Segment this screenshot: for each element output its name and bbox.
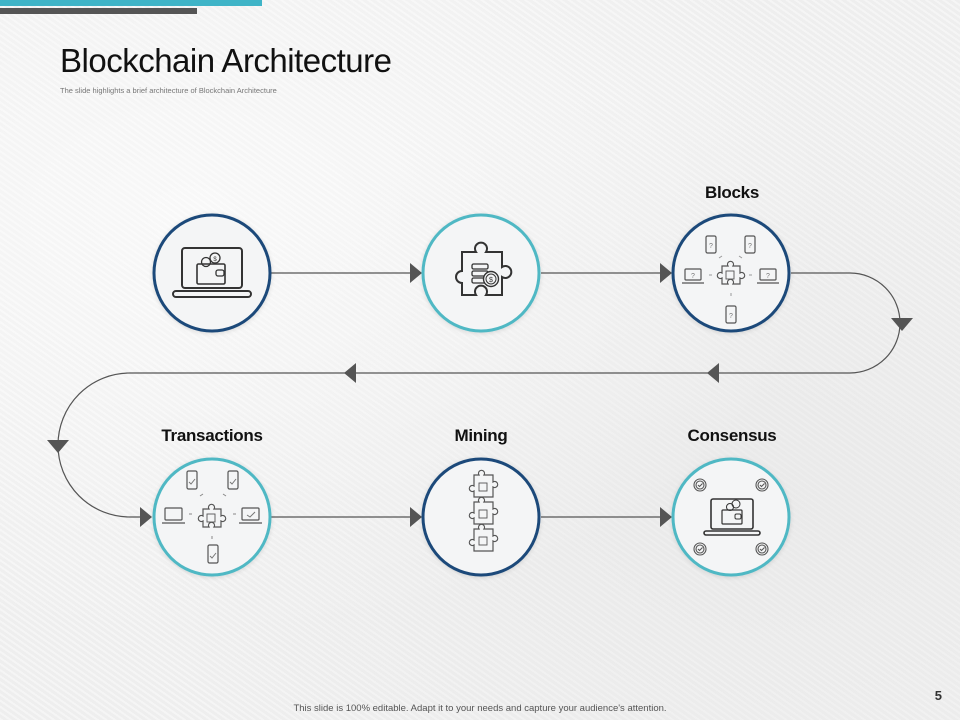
stage-1-ring — [152, 213, 272, 333]
svg-text:?: ? — [748, 243, 752, 250]
slide-title: Blockchain Architecture — [60, 42, 392, 79]
connector-3-return-curve — [791, 272, 901, 374]
stage-3-ring — [671, 213, 791, 333]
svg-text:?: ? — [691, 273, 695, 280]
footer-note: This slide is 100% editable. Adapt it to… — [293, 703, 667, 714]
stage-label-transactions: Transactions — [161, 426, 263, 445]
network-puzzle-question-icon: ??? ?? — [682, 235, 779, 324]
laptop-wallet-coins-icon: $ — [172, 247, 252, 298]
arrowhead-left-icon — [707, 363, 719, 383]
stage-2-ring — [421, 213, 541, 333]
stage-5-ring — [421, 457, 541, 577]
stage-5 — [421, 457, 541, 577]
stacked-puzzle-icon — [468, 469, 499, 552]
slide-subtitle: The slide highlights a brief architectur… — [60, 86, 277, 95]
connector-return-curve-left — [57, 372, 145, 518]
check-badge-icons — [693, 478, 769, 556]
stage-label-mining: Mining — [454, 426, 508, 445]
arrowhead-down-icon — [891, 318, 913, 331]
arrowheads — [47, 263, 913, 527]
stage-label-consensus: Consensus — [687, 426, 777, 445]
arrowhead-right-icon — [410, 263, 422, 283]
arrowhead-right-icon — [410, 507, 422, 527]
svg-text:?: ? — [709, 243, 713, 250]
arrowhead-right-icon — [660, 507, 672, 527]
arrowhead-down-icon — [47, 440, 69, 453]
svg-text:$: $ — [213, 257, 217, 263]
stage-1: $ — [152, 213, 272, 333]
arrowhead-right-icon — [140, 507, 152, 527]
stage-2: $ — [421, 213, 541, 333]
stage-4-ring — [152, 457, 272, 577]
stage-6-ring — [671, 457, 791, 577]
arrowhead-left-icon — [344, 363, 356, 383]
stage-label-blocks: Blocks — [705, 183, 759, 202]
page-number: 5 — [934, 688, 942, 703]
header-accent-bar-gray — [0, 8, 197, 14]
network-puzzle-check-icon — [162, 470, 262, 564]
header-accent-bar-teal — [0, 0, 262, 6]
laptop-wallet-checks-icon — [703, 498, 761, 536]
svg-text:?: ? — [766, 273, 770, 280]
stage-3: ??? ?? — [671, 213, 791, 333]
arrowhead-right-icon — [660, 263, 672, 283]
puzzle-coins-icon: $ — [455, 241, 513, 296]
stage-6 — [671, 457, 791, 577]
svg-text:$: $ — [489, 277, 493, 284]
stage-4 — [152, 457, 272, 577]
svg-text:?: ? — [729, 313, 733, 320]
